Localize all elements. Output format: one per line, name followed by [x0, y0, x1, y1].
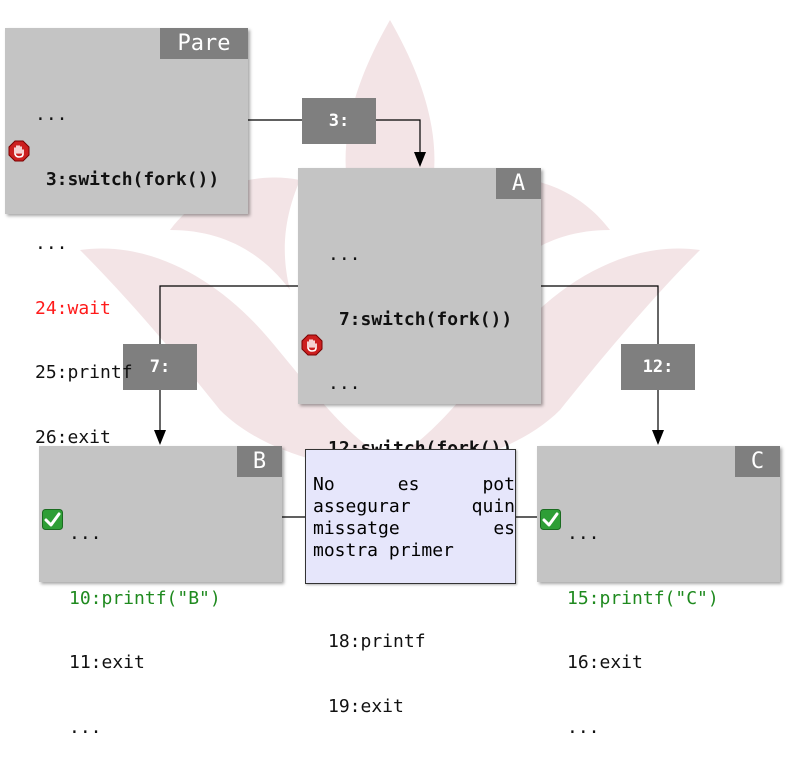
process-title-pare: Pare [160, 28, 248, 59]
code-line: 19:exit [328, 695, 404, 717]
checkmark-icon [540, 509, 561, 530]
note-word: quin [471, 496, 515, 517]
edge-label-pare-to-a: 3: [302, 98, 376, 144]
checkmark-icon [42, 509, 63, 530]
note-line: mostra primer [313, 540, 515, 562]
code-line-printf: 10:printf("B") [69, 587, 221, 609]
note-line: missatge es [313, 518, 515, 540]
code-listing-c: ... 15:printf("C") 16:exit ... [567, 480, 719, 781]
process-box-c: C ... 15:printf("C") 16:exit ... [537, 446, 780, 738]
code-line-wait: 24:wait [35, 297, 111, 319]
note-word: es [493, 518, 515, 539]
code-line-printf: 15:printf("C") [567, 587, 719, 609]
code-line: 11:exit [69, 652, 145, 673]
process-title-b: B [237, 446, 282, 477]
code-listing-pare: ... 3:switch(fork()) ... 24:wait 25:prin… [35, 61, 219, 491]
code-line: ... [567, 716, 600, 738]
code-line: ... [35, 233, 68, 254]
code-line: 18:printf [328, 631, 426, 652]
stop-hand-icon [8, 140, 30, 162]
code-line: 25:printf [35, 362, 133, 383]
note-word: No [313, 474, 335, 495]
code-line: 26:exit [35, 426, 111, 448]
note-word: pot [482, 474, 515, 495]
process-title-a: A [496, 168, 541, 199]
code-line: ... [567, 523, 600, 544]
note-word: es [397, 474, 420, 495]
note-word: missatge [313, 518, 400, 539]
edge-label-a-to-b: 7: [123, 344, 197, 390]
edge-label-a-to-c: 12: [621, 344, 695, 390]
code-line: 7:switch(fork()) [328, 308, 513, 330]
process-title-c: C [735, 446, 780, 477]
process-box-b: B ... 10:printf("B") 11:exit ... [39, 446, 282, 738]
code-line: ... [328, 244, 361, 265]
note-line: No es pot [313, 474, 515, 496]
stop-hand-icon [301, 334, 323, 356]
note-line: assegurar quin [313, 496, 515, 518]
code-listing-b: ... 10:printf("B") 11:exit ... [69, 480, 221, 781]
code-line: 16:exit [567, 652, 643, 673]
note-box: No es pot assegurar quin missatge es mos… [305, 449, 516, 584]
process-box-a: A ... 7:switch(fork()) ... 12:switch(for… [298, 168, 541, 717]
note-word: mostra primer [313, 540, 454, 561]
note-word: assegurar [313, 496, 411, 517]
process-box-pare: Pare ... 3:switch(fork()) ... 24:wait 25… [5, 28, 248, 448]
code-line: ... [69, 716, 102, 738]
code-line: 3:switch(fork()) [35, 168, 220, 190]
code-line: ... [69, 523, 102, 544]
code-line: ... [328, 373, 361, 394]
code-line: ... [35, 104, 68, 125]
